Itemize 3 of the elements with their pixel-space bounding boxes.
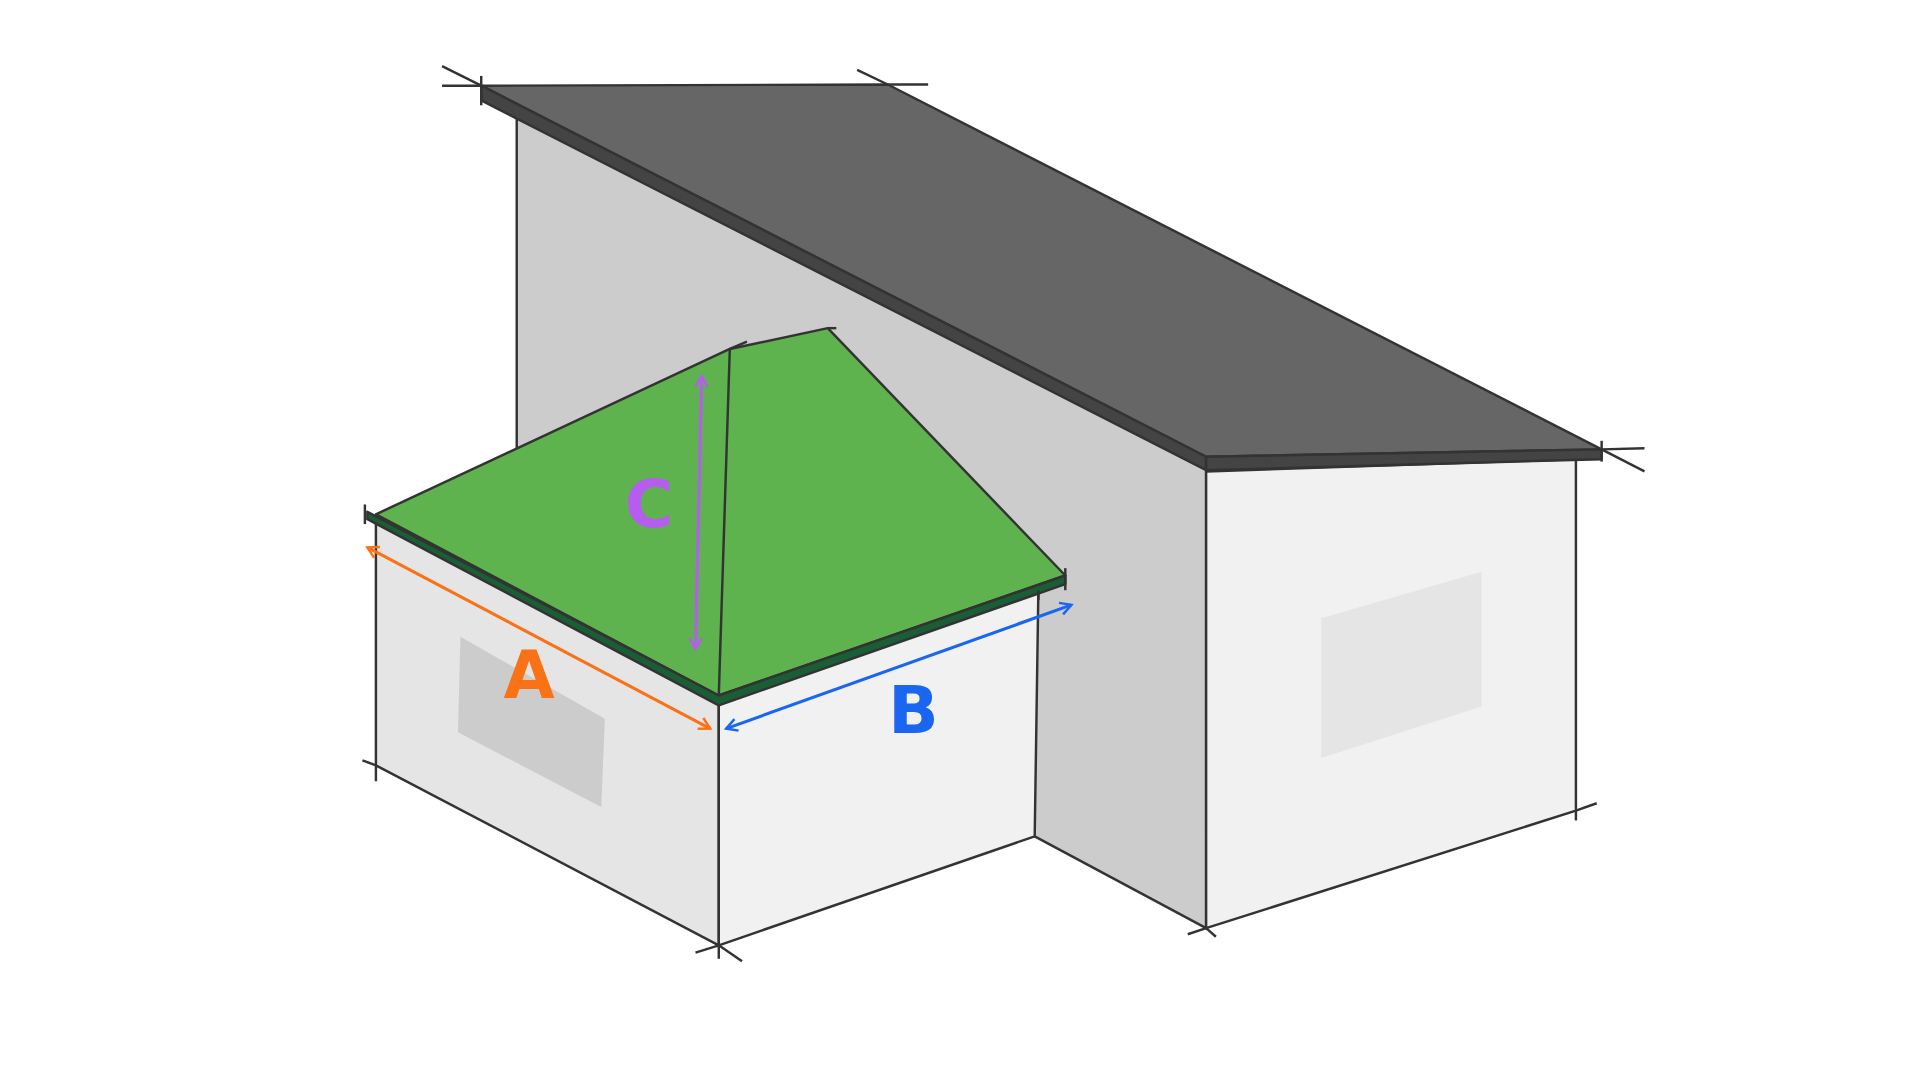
dimension-label: A [503,636,555,714]
dimension-label: B [888,672,939,750]
dimension-label: C [624,465,674,543]
